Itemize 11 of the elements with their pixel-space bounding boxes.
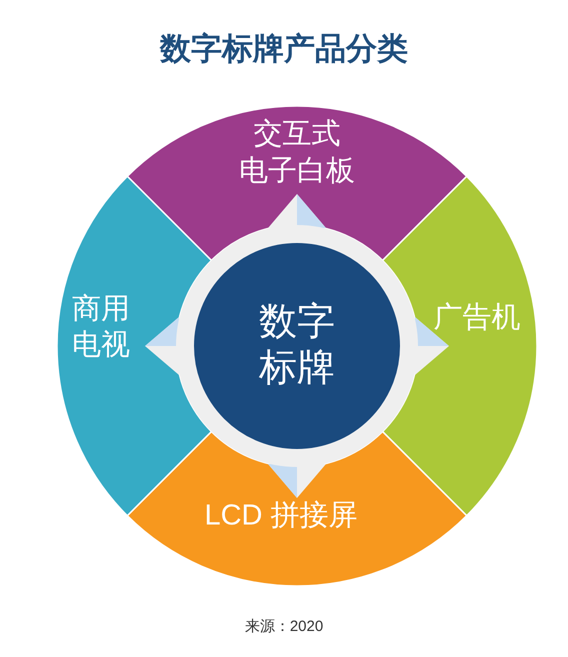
category-label: LCD 拼接屏 [204, 498, 358, 534]
category-label: 商用电视 [72, 292, 130, 363]
center-label: 数字标牌 [259, 300, 335, 391]
category-segment [127, 106, 467, 261]
pointer-arrow [268, 194, 326, 228]
category-label: 广告机 [434, 300, 520, 336]
category-segment [382, 176, 537, 516]
source-note: 来源：2020 [244, 617, 324, 636]
category-label: 交互式电子白板 [239, 117, 355, 189]
category-segment [127, 431, 467, 586]
title: 数字标牌产品分类 [160, 30, 408, 68]
